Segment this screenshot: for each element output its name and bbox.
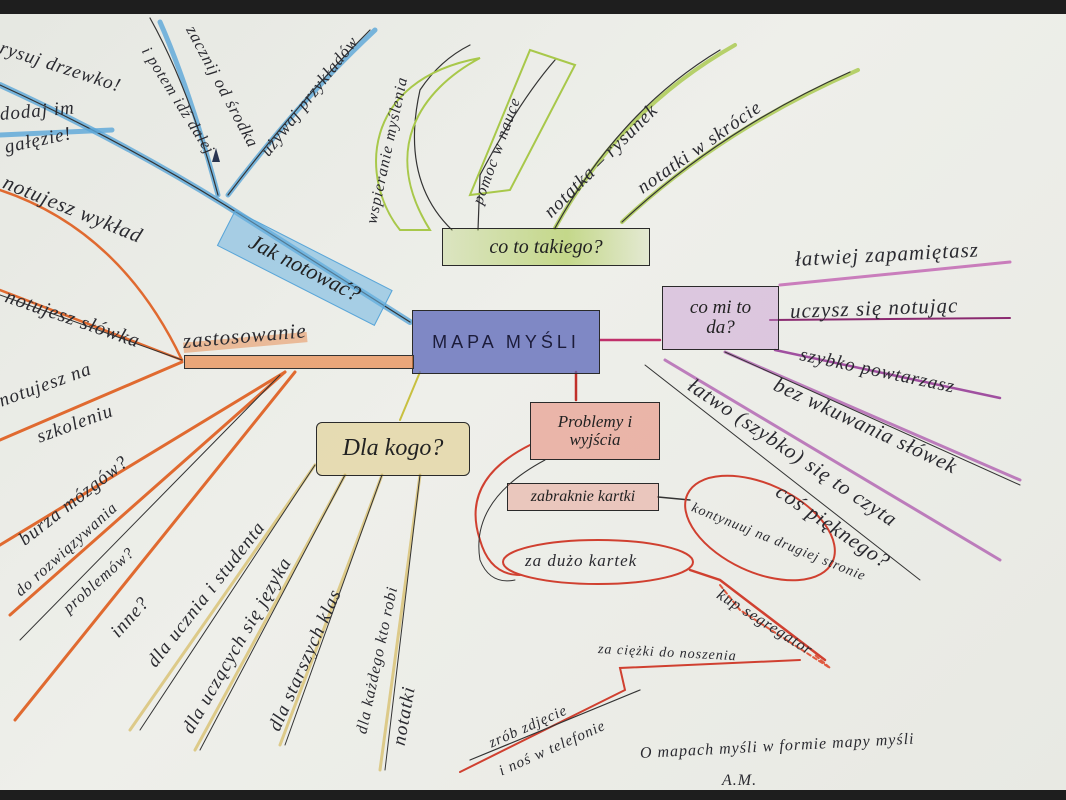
- node-problems[interactable]: Problemy i wyjścia: [530, 402, 660, 460]
- leaf-problems-0: zabraknie kartki: [507, 483, 659, 511]
- central-node-label: MAPA MYŚLI: [432, 331, 580, 352]
- node-audience-label: Dla kogo?: [342, 435, 444, 462]
- arrow-up-icon: [212, 148, 220, 162]
- node-audience[interactable]: Dla kogo?: [316, 422, 470, 476]
- node-usage-bar[interactable]: [184, 355, 414, 369]
- node-what-is-it[interactable]: co to takiego?: [442, 228, 650, 266]
- leaf-problems-0-label: zabraknie kartki: [530, 487, 636, 505]
- node-what-is-it-label: co to takiego?: [489, 235, 603, 258]
- node-problems-label: Problemy i wyjścia: [557, 412, 633, 449]
- central-node[interactable]: MAPA MYŚLI: [412, 310, 600, 374]
- leaf-problems-2: za dużo kartek: [525, 551, 638, 570]
- node-benefits[interactable]: co mi to da?: [662, 286, 779, 350]
- node-benefits-label: co mi to da?: [689, 297, 752, 338]
- footer-signature: A.M.: [722, 772, 758, 789]
